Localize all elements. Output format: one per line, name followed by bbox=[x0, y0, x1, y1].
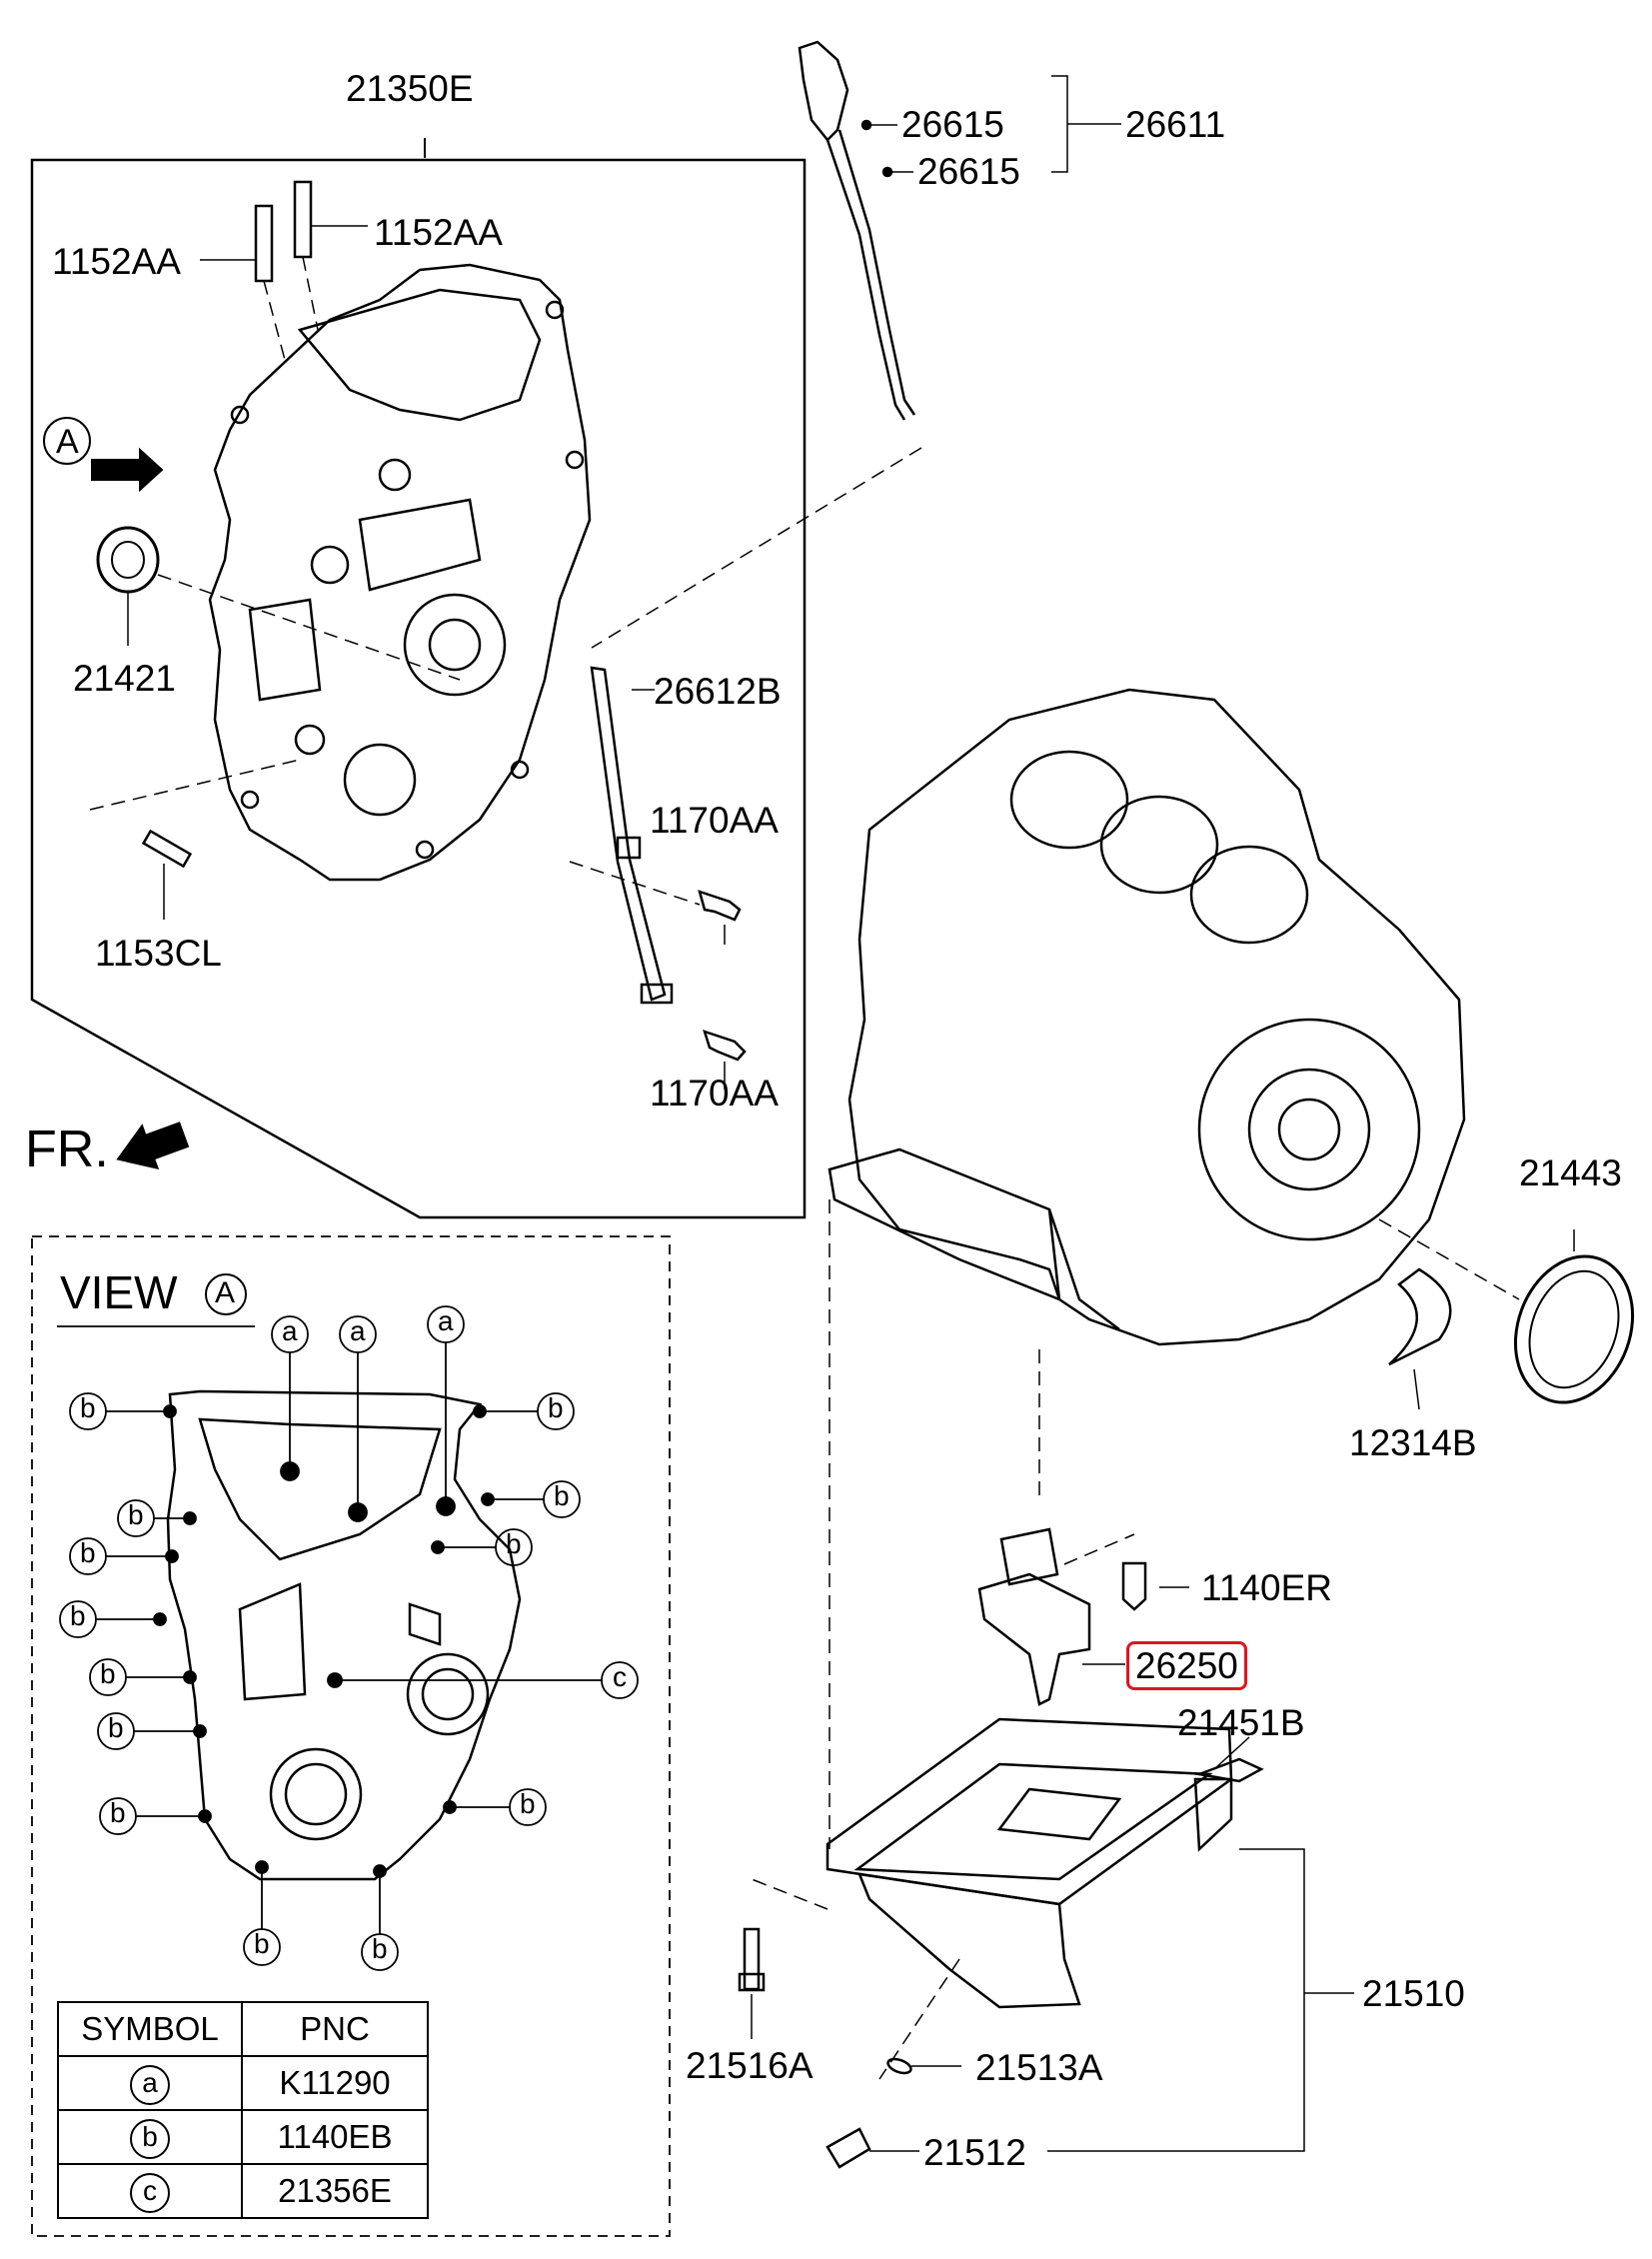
label-21421: 21421 bbox=[73, 658, 176, 699]
label-21510: 21510 bbox=[1362, 1973, 1465, 2014]
label-26615-top: 26615 bbox=[901, 104, 1004, 145]
callout-a-2: a bbox=[350, 1315, 366, 1346]
callout-b-9: b bbox=[548, 1392, 564, 1423]
guide-tube-drawing bbox=[590, 666, 674, 1005]
label-21513a: 21513A bbox=[975, 2047, 1103, 2088]
callout-b-1: b bbox=[80, 1392, 96, 1423]
table-row: b 1140EB bbox=[57, 2109, 429, 2165]
stud-1153cl bbox=[89, 759, 301, 920]
table-row: c 21356E bbox=[57, 2163, 429, 2219]
label-1140er: 1140ER bbox=[1201, 1567, 1332, 1608]
callout-b-10: b bbox=[554, 1480, 570, 1511]
table-row: a K11290 bbox=[57, 2055, 429, 2111]
pnc-cell: 21356E bbox=[241, 2163, 429, 2219]
oil-strainer-drawing bbox=[977, 1349, 1189, 1706]
callout-b-8: b bbox=[254, 1928, 270, 1959]
callout-b-6: b bbox=[108, 1712, 124, 1743]
callout-b-3: b bbox=[80, 1537, 96, 1568]
thrust-bearing-drawing bbox=[1388, 1267, 1452, 1410]
pan-bolt-drawing bbox=[738, 1878, 828, 2039]
view-a-callouts bbox=[59, 1305, 639, 1971]
callout-c-1: c bbox=[613, 1661, 627, 1692]
oil-pan-drawing bbox=[826, 1199, 1354, 2152]
label-12314b: 12314B bbox=[1349, 1422, 1477, 1463]
label-21512: 21512 bbox=[923, 2132, 1026, 2173]
label-21516a: 21516A bbox=[686, 2045, 814, 2086]
label-21350e: 21350E bbox=[346, 68, 474, 109]
view-a-cover-drawing bbox=[166, 1389, 522, 1881]
callout-a-1: a bbox=[282, 1315, 298, 1346]
label-26611: 26611 bbox=[1125, 104, 1226, 145]
callout-b-13: b bbox=[372, 1933, 388, 1964]
callout-b-2: b bbox=[128, 1499, 144, 1530]
callout-b-12: b bbox=[520, 1788, 536, 1819]
label-1170aa-top: 1170AA bbox=[650, 800, 779, 841]
drain-plug-drawing bbox=[826, 1958, 961, 2169]
callout-b-4: b bbox=[70, 1600, 86, 1631]
view-arrow-and-seal bbox=[43, 417, 461, 681]
pnc-cell: 1140EB bbox=[241, 2109, 429, 2165]
label-21451b: 21451B bbox=[1177, 1702, 1305, 1743]
symbol-pnc-table: SYMBOL PNC a K11290 b 1140EB c 21356E bbox=[57, 2001, 429, 2219]
cylinder-block-drawing bbox=[827, 688, 1466, 1346]
label-1152aa-right: 1152AA bbox=[374, 212, 503, 253]
rear-seal-drawing bbox=[1378, 1218, 1635, 1404]
label-1152aa-left: 1152AA bbox=[52, 241, 181, 282]
label-1170aa-bottom: 1170AA bbox=[650, 1073, 779, 1114]
callout-b-11: b bbox=[506, 1528, 522, 1559]
front-direction-label: FR. bbox=[25, 1121, 109, 1178]
header-symbol: SYMBOL bbox=[57, 2001, 243, 2057]
label-26615-bottom: 26615 bbox=[917, 151, 1020, 192]
symbol-a: a bbox=[130, 2064, 170, 2105]
dipstick-drawing bbox=[591, 40, 1121, 649]
table-header-row: SYMBOL PNC bbox=[57, 2001, 429, 2057]
view-a-title: VIEW bbox=[60, 1266, 178, 1318]
label-21443: 21443 bbox=[1519, 1152, 1622, 1193]
pnc-cell: K11290 bbox=[241, 2055, 429, 2111]
bolts-1170aa bbox=[569, 861, 747, 1090]
label-1153cl: 1153CL bbox=[95, 933, 222, 974]
studs-1152aa bbox=[200, 180, 368, 361]
symbol-c: c bbox=[130, 2172, 170, 2213]
label-26250-highlighted[interactable]: 26250 bbox=[1126, 1641, 1247, 1690]
front-cover-group-box bbox=[30, 138, 807, 1219]
view-a-frame bbox=[31, 1235, 671, 2237]
callout-b-7: b bbox=[110, 1797, 126, 1828]
view-a-title-marker: A bbox=[215, 1276, 236, 1309]
front-cover-drawing bbox=[208, 263, 592, 882]
callout-b-5: b bbox=[100, 1658, 116, 1689]
front-arrow-icon bbox=[116, 1122, 190, 1170]
symbol-b: b bbox=[130, 2118, 170, 2159]
label-26612b: 26612B bbox=[654, 671, 782, 712]
view-a-marker: A bbox=[56, 423, 79, 461]
header-pnc: PNC bbox=[241, 2001, 429, 2057]
callout-a-3: a bbox=[438, 1305, 454, 1336]
